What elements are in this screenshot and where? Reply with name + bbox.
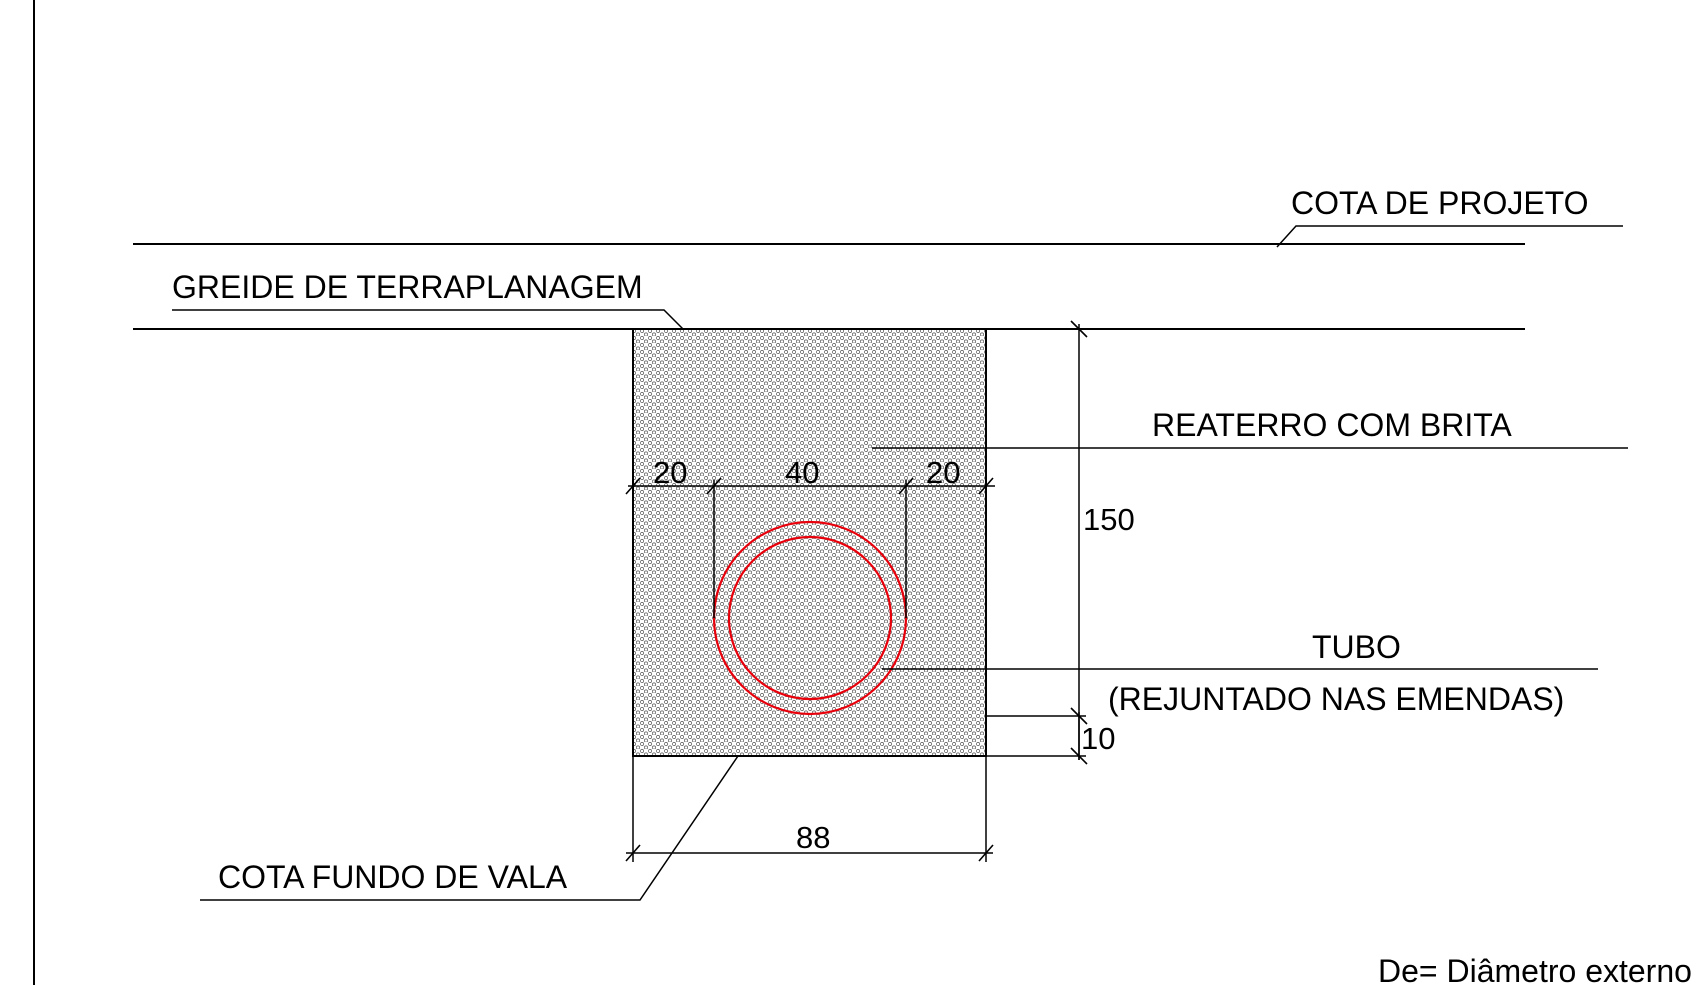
backfill-label: REATERRO COM BRITA: [1152, 407, 1512, 443]
right-clearance-dimension: 20: [926, 455, 960, 490]
tick-top-1: [706, 477, 722, 495]
earthwork-grade-leader: [172, 309, 685, 331]
tick-depth-top: [1070, 320, 1088, 338]
pipe-note-label: (REJUNTADO NAS EMENDAS): [1108, 681, 1564, 717]
gravel-backfill: [632, 328, 987, 757]
trench-bottom-label: COTA FUNDO DE VALA: [218, 859, 568, 895]
depth-dimension: 150: [1083, 502, 1135, 537]
pipe-width-dimension: 40: [785, 455, 819, 490]
bedding-dimension: 10: [1081, 721, 1115, 756]
pipe-inner-wall: [727, 535, 893, 701]
tick-top-3: [978, 477, 994, 495]
earthwork-grade-label: GREIDE DE TERRAPLANAGEM: [172, 269, 643, 305]
design-level-leader: [1276, 225, 1623, 248]
pipe-label: TUBO: [1312, 629, 1401, 665]
trench-width-dimension: 88: [796, 820, 830, 855]
trench-bottom-leader: [200, 755, 739, 901]
left-clearance-dimension: 20: [653, 455, 687, 490]
legend-external-diameter: De= Diâmetro externo: [1378, 953, 1692, 985]
design-level-label: COTA DE PROJETO: [1291, 185, 1589, 221]
tick-top-0: [625, 477, 641, 495]
tick-width-left: [625, 844, 641, 862]
tick-width-right: [978, 844, 994, 862]
tick-top-2: [898, 477, 914, 495]
